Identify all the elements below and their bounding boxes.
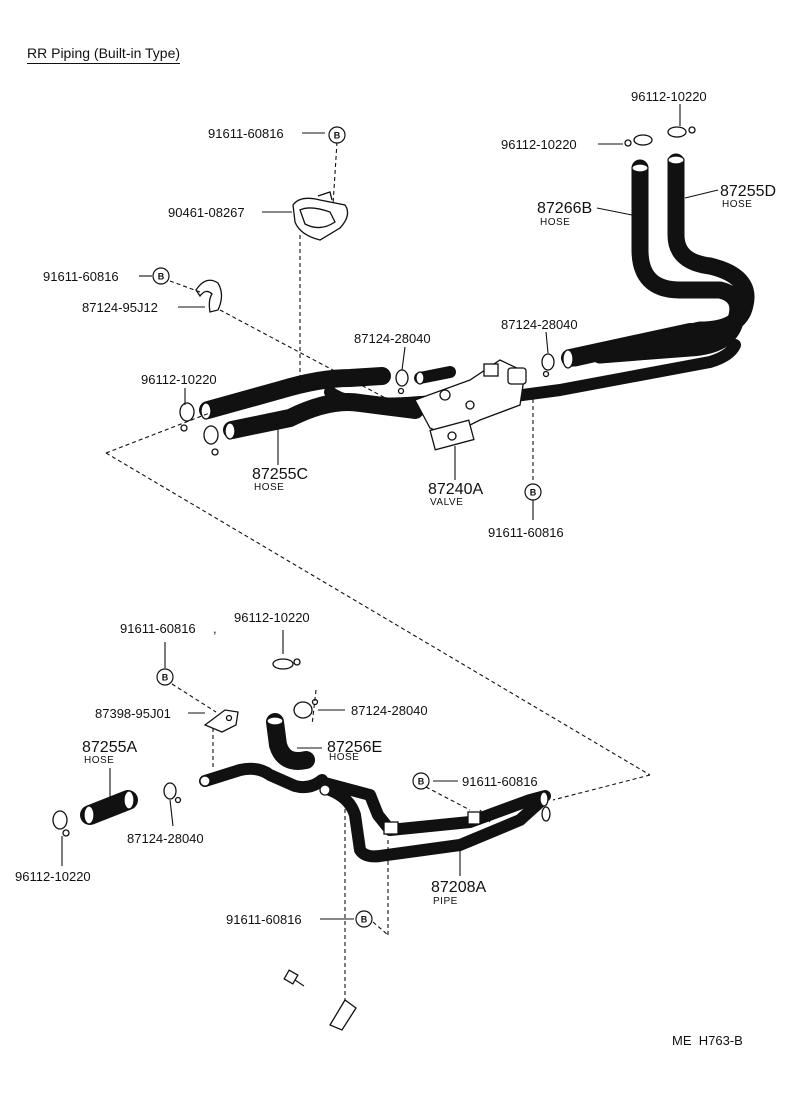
label-87124-28040-c: 87124-28040 [351, 703, 428, 718]
valve-87240a-drawing [414, 359, 527, 451]
clamp-90461-drawing [292, 191, 349, 241]
label-87240a: 87240A [428, 481, 483, 498]
label-87256e-sub: HOSE [329, 752, 359, 763]
label-91611-60816-d: 91611-60816 [120, 621, 196, 636]
label-87124-28040-d: 87124-28040 [127, 831, 204, 846]
diagram-code: ME H763-B [672, 1033, 743, 1048]
clamp-87124-95j12-drawing [195, 279, 223, 313]
label-87208a: 87208A [431, 879, 486, 896]
label-91611-60816-e: 91611-60816 [462, 774, 538, 789]
label-87255c: 87255C [252, 466, 308, 483]
label-91611-60816-a: 91611-60816 [208, 126, 284, 141]
bolt-symbol: B [530, 488, 537, 498]
label-91611-60816-f: 91611-60816 [226, 912, 302, 927]
label-87124-95j12: 87124-95J12 [82, 300, 158, 315]
label-91611-60816-c: 91611-60816 [488, 525, 564, 540]
hose-87255d-drawing [566, 153, 755, 367]
bolt-symbol: B [158, 272, 165, 282]
label-96112-10220-a: 96112-10220 [141, 372, 217, 387]
label-91611-60816-d-mark: , [213, 621, 217, 636]
upper-leader-lines [105, 104, 719, 776]
label-96112-10220-c: 96112-10220 [501, 137, 577, 152]
hose-87266b-drawing [591, 159, 747, 364]
label-87266b: 87266B [537, 200, 592, 217]
lower-leader-lines [61, 630, 651, 1000]
hose-87256e-drawing [266, 713, 315, 770]
bolt-symbol: B [334, 131, 341, 141]
label-87398-95j01: 87398-95J01 [95, 706, 171, 721]
bolt-markers: B B B B B B [152, 126, 542, 928]
label-87255d: 87255D [720, 183, 776, 200]
pipe-87208a-drawing [199, 762, 551, 863]
label-87124-28040-a: 87124-28040 [354, 331, 431, 346]
label-96112-10220-e: 96112-10220 [15, 869, 91, 884]
label-87255a: 87255A [82, 739, 137, 756]
label-87256e: 87256E [327, 739, 382, 756]
diagram-title: RR Piping (Built-in Type) [27, 45, 181, 64]
label-87124-28040-b: 87124-28040 [501, 317, 578, 332]
label-96112-10220-b: 96112-10220 [631, 89, 707, 104]
label-87208a-sub: PIPE [433, 896, 458, 907]
label-91611-60816-b: 91611-60816 [43, 269, 119, 284]
label-87266b-sub: HOSE [540, 217, 570, 228]
part-labels: 91611-60816 90461-08267 91611-60816 8712… [15, 89, 776, 1048]
clamps-upper-drawing [179, 126, 696, 456]
bolt-symbol: B [361, 915, 368, 925]
label-87255d-sub: HOSE [722, 199, 752, 210]
clamps-lower-drawing [52, 658, 357, 1031]
bolt-symbol: B [418, 777, 425, 787]
bolt-symbol: B [162, 673, 169, 683]
hose-87255a-drawing [80, 790, 138, 825]
label-87240a-sub: VALVE [430, 497, 463, 508]
label-90461-08267: 90461-08267 [168, 205, 245, 220]
label-87255a-sub: HOSE [84, 755, 114, 766]
label-87255c-sub: HOSE [254, 482, 284, 493]
label-96112-10220-d: 96112-10220 [234, 610, 310, 625]
